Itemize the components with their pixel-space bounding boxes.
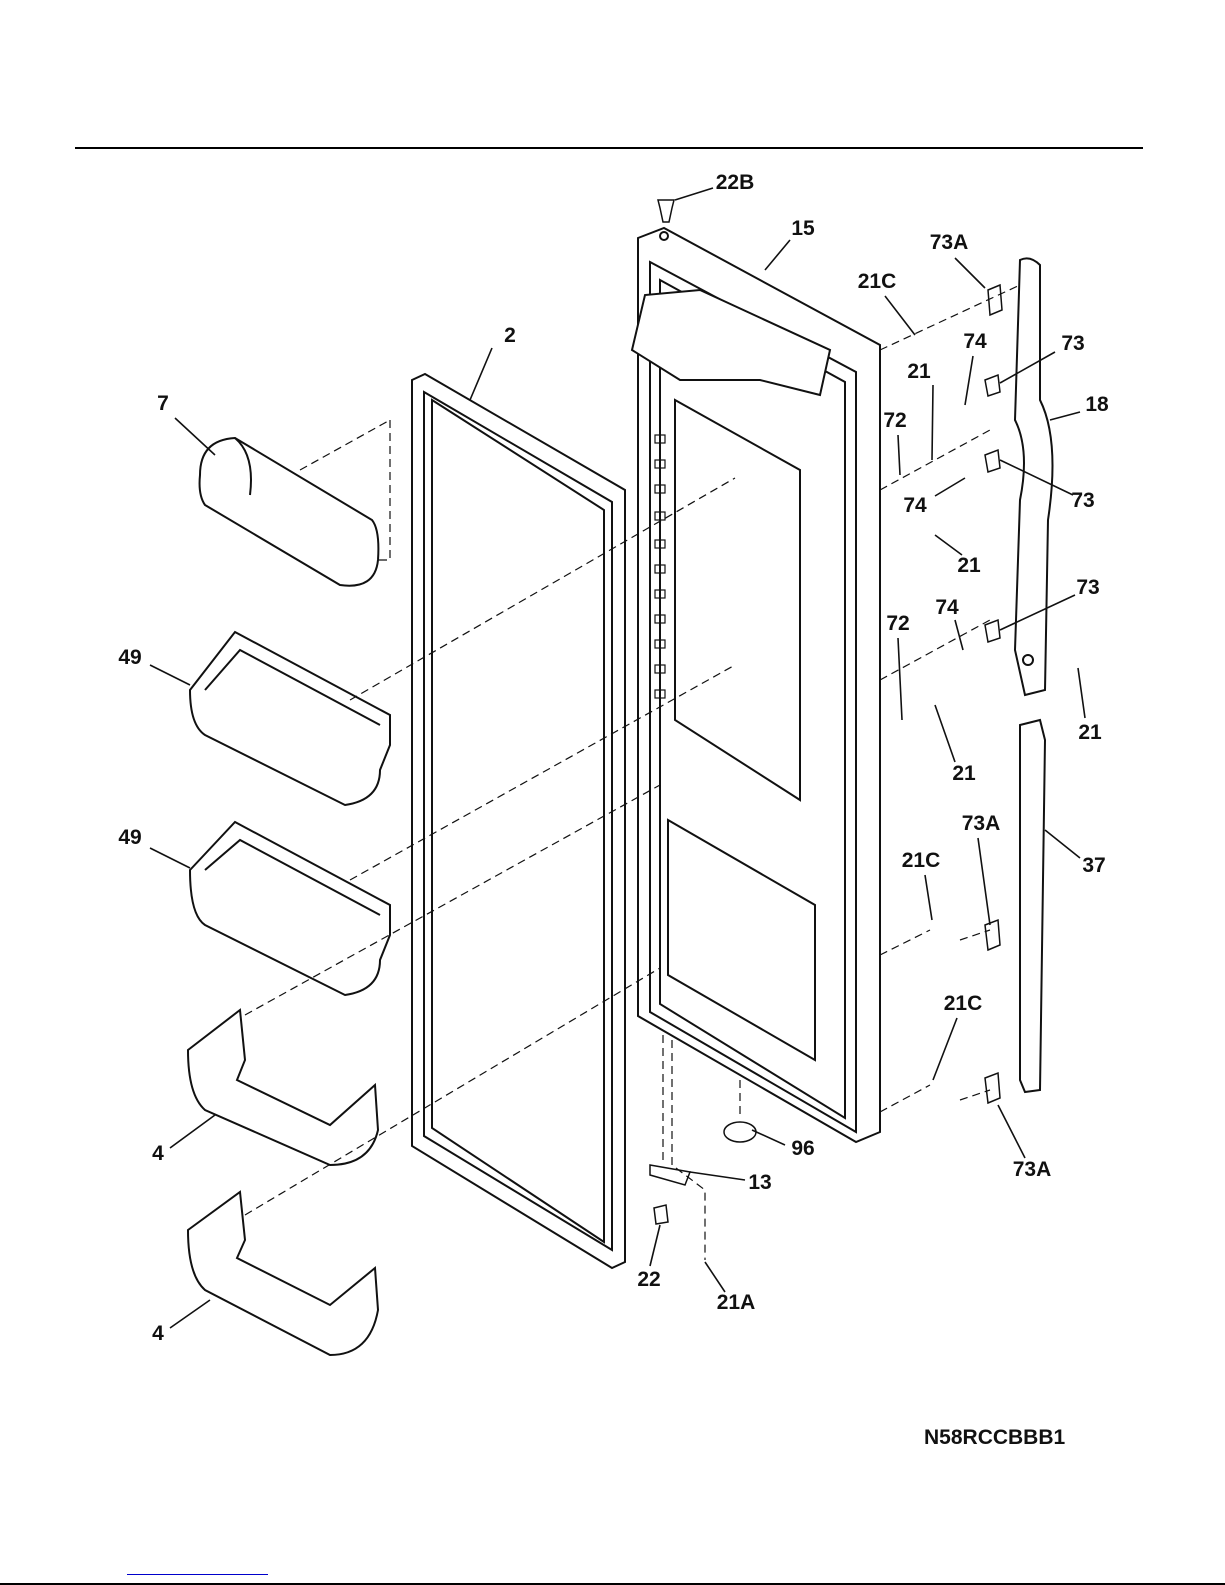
callout-73A: 73A [929, 231, 969, 254]
callout-73: 73 [1071, 489, 1095, 512]
callout-22: 22 [637, 1268, 661, 1291]
door-bin-49-lower [188, 820, 391, 997]
dairy-door [198, 436, 380, 587]
callout-74: 74 [903, 494, 927, 517]
callout-21C: 21C [857, 270, 897, 293]
callout-37: 37 [1082, 854, 1106, 877]
dashed-guide-lines [244, 284, 1021, 1260]
callout-22B: 22B [715, 171, 755, 194]
callout-49: 49 [118, 646, 142, 669]
door-shelf-4-upper [186, 1008, 380, 1167]
callout-73A: 73A [961, 812, 1001, 835]
callout-4: 4 [152, 1142, 164, 1165]
callout-73: 73 [1076, 576, 1100, 599]
callout-96: 96 [791, 1137, 815, 1160]
callout-21: 21 [1078, 721, 1102, 744]
model-code: N58RCCBBB1 [924, 1426, 1066, 1449]
callout-72: 72 [886, 612, 910, 635]
callout-21C: 21C [901, 849, 941, 872]
callout-2: 2 [504, 324, 516, 347]
callout-21: 21 [957, 554, 981, 577]
door-panel [630, 226, 881, 1144]
small-hardware [649, 199, 1003, 1225]
callout-21: 21 [952, 762, 976, 785]
callout-72: 72 [883, 409, 907, 432]
callout-73A: 73A [1012, 1158, 1052, 1181]
callout-15: 15 [791, 217, 815, 240]
door-bin-49-upper [188, 630, 391, 807]
door-studs [654, 434, 666, 699]
callout-49: 49 [118, 826, 142, 849]
callout-73: 73 [1061, 332, 1085, 355]
leader-lines [149, 187, 1086, 1329]
callout-4: 4 [152, 1322, 164, 1345]
callout-18: 18 [1085, 393, 1109, 416]
door-gasket [411, 372, 626, 1270]
callout-13: 13 [748, 1171, 772, 1194]
callout-21A: 21A [716, 1291, 756, 1314]
callout-74: 74 [963, 330, 987, 353]
callout-21C: 21C [943, 992, 983, 1015]
door-shelf-4-lower [186, 1190, 380, 1357]
link-underline[interactable] [127, 1574, 268, 1575]
header-rule [75, 147, 1143, 149]
callout-74: 74 [935, 596, 959, 619]
callout-7: 7 [157, 392, 169, 415]
handle-trim [1019, 718, 1047, 1094]
callout-21: 21 [907, 360, 931, 383]
footer-rule [0, 1583, 1225, 1585]
